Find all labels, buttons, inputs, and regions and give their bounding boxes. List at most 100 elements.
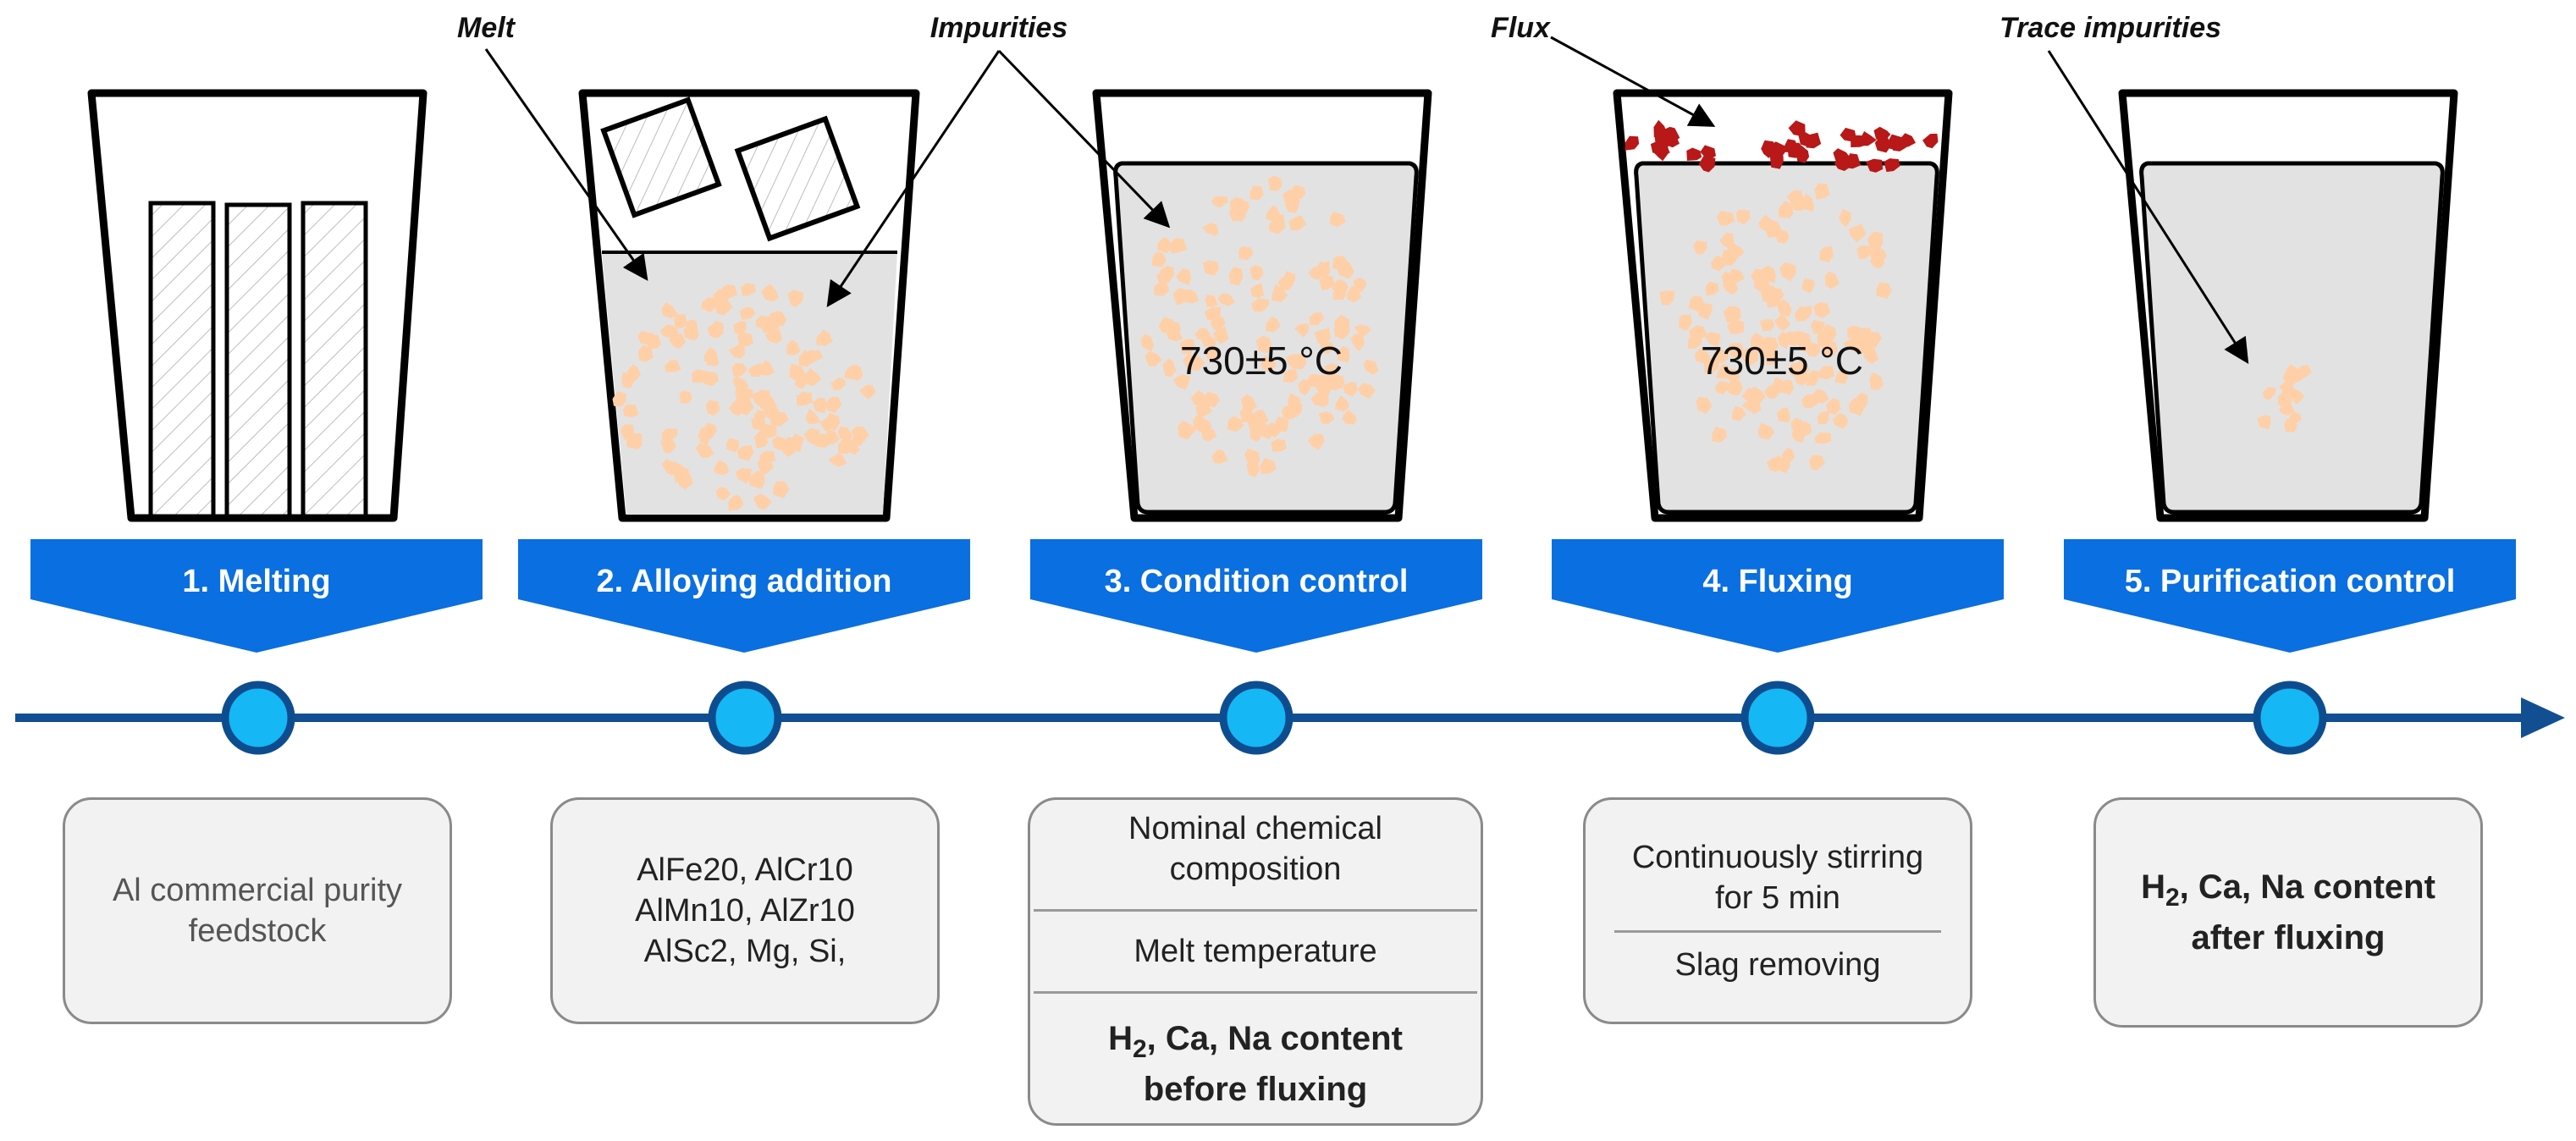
box-line: Melt temperature bbox=[1134, 934, 1377, 969]
particle bbox=[1252, 410, 1269, 424]
particle bbox=[1887, 134, 1903, 151]
particle bbox=[1776, 407, 1791, 423]
particle bbox=[1712, 426, 1728, 443]
particle bbox=[735, 467, 753, 484]
particle bbox=[1298, 379, 1311, 396]
particle bbox=[825, 396, 842, 414]
particle bbox=[1783, 139, 1798, 152]
box-line: AlMn10, AlZr10 bbox=[635, 893, 855, 929]
particle bbox=[1210, 316, 1226, 332]
particle bbox=[1900, 133, 1916, 147]
particle bbox=[1653, 119, 1666, 138]
particle bbox=[1696, 396, 1713, 414]
particle bbox=[1213, 326, 1229, 345]
callout-trace-impurities: Trace impurities bbox=[2000, 12, 2221, 44]
particle bbox=[701, 297, 719, 313]
particle bbox=[1281, 406, 1295, 420]
particle bbox=[1720, 250, 1737, 267]
particle bbox=[736, 444, 754, 461]
particle bbox=[1172, 288, 1189, 306]
particle bbox=[753, 493, 772, 510]
particle bbox=[1819, 245, 1834, 262]
particle bbox=[1363, 359, 1379, 375]
particle bbox=[2277, 391, 2292, 409]
particle bbox=[740, 283, 757, 297]
particle bbox=[1260, 458, 1277, 475]
box-text: , Ca, Na content bbox=[2179, 868, 2435, 906]
particle bbox=[2257, 415, 2271, 430]
particle bbox=[1330, 278, 1349, 296]
particle bbox=[753, 410, 766, 426]
particle bbox=[1169, 238, 1188, 254]
timeline-node bbox=[1740, 681, 1815, 755]
particle bbox=[1704, 332, 1721, 348]
vessel-fluxing: 730±5 °C bbox=[1613, 89, 1953, 522]
particle bbox=[1741, 388, 1758, 405]
particle bbox=[1268, 218, 1286, 234]
particle bbox=[1781, 447, 1795, 462]
particle bbox=[1249, 185, 1264, 201]
particle bbox=[1775, 229, 1790, 244]
svg-text:2. Alloying addition: 2. Alloying addition bbox=[596, 564, 891, 599]
particle bbox=[1825, 398, 1841, 416]
box-line: composition bbox=[1169, 852, 1342, 887]
particle bbox=[1766, 219, 1781, 235]
particle bbox=[1624, 135, 1640, 151]
particle bbox=[1757, 422, 1775, 440]
particle bbox=[1266, 317, 1281, 333]
particle bbox=[1343, 382, 1358, 397]
particle bbox=[769, 411, 789, 427]
particle bbox=[1735, 209, 1751, 225]
particle bbox=[798, 350, 814, 367]
box-line: for 5 min bbox=[1715, 879, 1840, 916]
divider bbox=[1614, 929, 1941, 933]
particle bbox=[1255, 335, 1272, 354]
particle bbox=[814, 433, 832, 448]
box-line: H2, Ca, Na content bbox=[2096, 862, 2480, 912]
particle bbox=[1812, 389, 1829, 404]
particle bbox=[816, 329, 833, 345]
particle bbox=[732, 376, 749, 392]
particle bbox=[1813, 302, 1831, 318]
particle bbox=[786, 339, 801, 356]
particle bbox=[738, 397, 755, 416]
particle bbox=[1790, 198, 1808, 212]
particle bbox=[1866, 158, 1884, 173]
particle bbox=[1205, 295, 1218, 307]
particle bbox=[1750, 332, 1764, 351]
box-line: after fluxing bbox=[2191, 919, 2386, 956]
particle bbox=[1336, 321, 1350, 335]
box-line: Al commercial purity bbox=[112, 873, 403, 908]
step-banner-purification: 5. Purification control bbox=[2064, 539, 2516, 653]
svg-text:4. Fluxing: 4. Fluxing bbox=[1702, 564, 1852, 599]
particle bbox=[1843, 338, 1861, 352]
callouts: Melt Impurities Flux Trace impurities bbox=[457, 12, 2249, 365]
particle bbox=[1922, 133, 1939, 149]
particle bbox=[1249, 264, 1264, 281]
particle bbox=[1716, 211, 1735, 226]
step-banner-fluxing: 4. Fluxing bbox=[1552, 539, 2004, 653]
particle bbox=[1727, 318, 1744, 334]
particle bbox=[1335, 395, 1350, 412]
particle bbox=[1686, 147, 1702, 161]
alloy-cube bbox=[734, 115, 861, 242]
particle bbox=[1167, 326, 1183, 342]
particle bbox=[1791, 417, 1807, 434]
callout-melt: Melt bbox=[457, 12, 516, 44]
particle bbox=[2262, 386, 2276, 400]
particle bbox=[728, 345, 745, 359]
particle bbox=[1834, 370, 1849, 384]
particle bbox=[1202, 223, 1219, 236]
particle bbox=[828, 454, 847, 467]
timeline-node bbox=[708, 681, 782, 755]
particle bbox=[1751, 268, 1767, 283]
info-box-purification: H2, Ca, Na content after fluxing bbox=[2093, 797, 2483, 1028]
particle bbox=[1817, 330, 1834, 347]
particle bbox=[682, 319, 698, 337]
particle bbox=[812, 397, 827, 413]
particle bbox=[676, 471, 693, 490]
particle bbox=[1716, 363, 1732, 379]
particle bbox=[1840, 127, 1856, 142]
particle bbox=[1157, 237, 1173, 254]
melt-fill bbox=[2139, 161, 2445, 515]
